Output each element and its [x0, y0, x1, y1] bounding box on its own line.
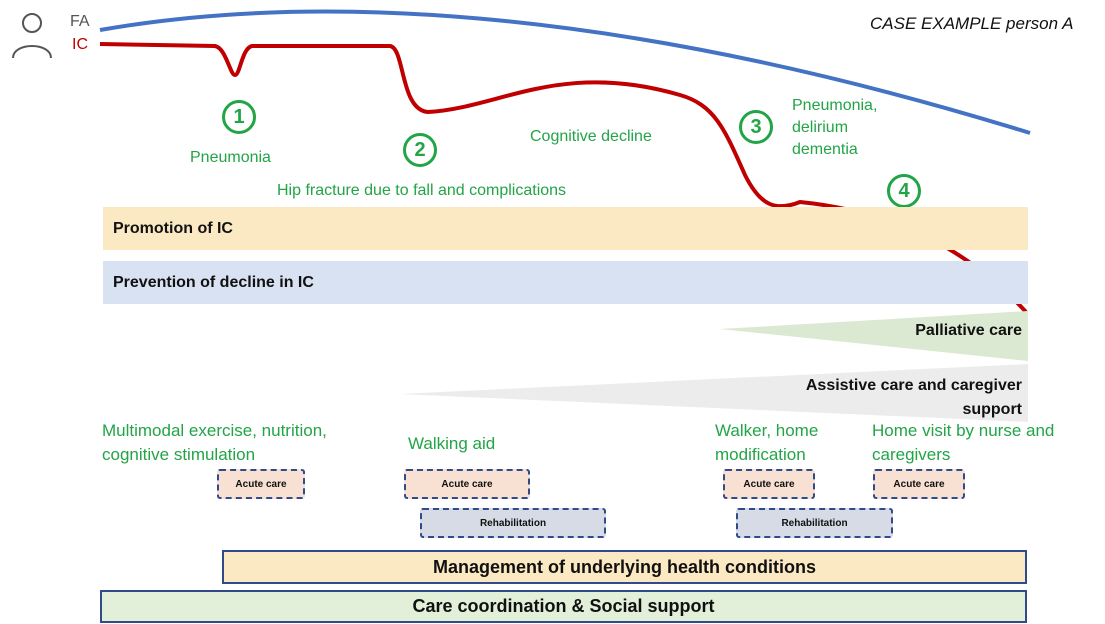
cognitive-decline-label: Cognitive decline: [530, 128, 652, 145]
event-marker-3: 3: [739, 110, 773, 144]
assistive-wedge: [400, 364, 1028, 422]
intervention-exercise: Multimodal exercise, nutrition, cognitiv…: [102, 421, 327, 464]
ic-legend-label: IC: [72, 36, 88, 53]
intervention-home-visit: Home visit by nurse and caregivers: [872, 421, 1055, 464]
palliative-wedge: [720, 311, 1028, 361]
acute-care-box-1: Acute care: [217, 469, 305, 499]
case-title: CASE EXAMPLE person A: [870, 14, 1074, 33]
palliative-label: Palliative care: [915, 322, 1022, 339]
person-icon: [12, 13, 52, 59]
coordination-bar: Care coordination & Social support: [100, 590, 1027, 623]
event-marker-4: 4: [887, 174, 921, 208]
fa-legend-label: FA: [70, 13, 90, 30]
event-marker-2: 2: [403, 133, 437, 167]
event-label-2: Hip fracture due to fall and complicatio…: [277, 182, 567, 199]
acute-care-box-4: Acute care: [873, 469, 965, 499]
rehab-box-2: Rehabilitation: [420, 508, 606, 538]
prevention-band: Prevention of decline in IC: [103, 261, 1028, 304]
acute-care-box-2: Acute care: [404, 469, 530, 499]
rehab-box-3: Rehabilitation: [736, 508, 893, 538]
ic-curve: [99, 42, 1028, 314]
intervention-walking-aid: Walking aid: [408, 434, 496, 453]
event-marker-1: 1: [222, 100, 256, 134]
fa-curve: [99, 9, 1031, 135]
event-label-3: Pneumonia, delirium dementia: [792, 97, 878, 158]
event-label-1: Pneumonia: [190, 149, 271, 166]
promotion-band: Promotion of IC: [103, 207, 1028, 250]
acute-care-box-3: Acute care: [723, 469, 815, 499]
intervention-walker: Walker, home modification: [715, 421, 819, 464]
assistive-label: Assistive care and caregiver support: [805, 377, 1022, 418]
management-bar: Management of underlying health conditio…: [222, 550, 1027, 584]
